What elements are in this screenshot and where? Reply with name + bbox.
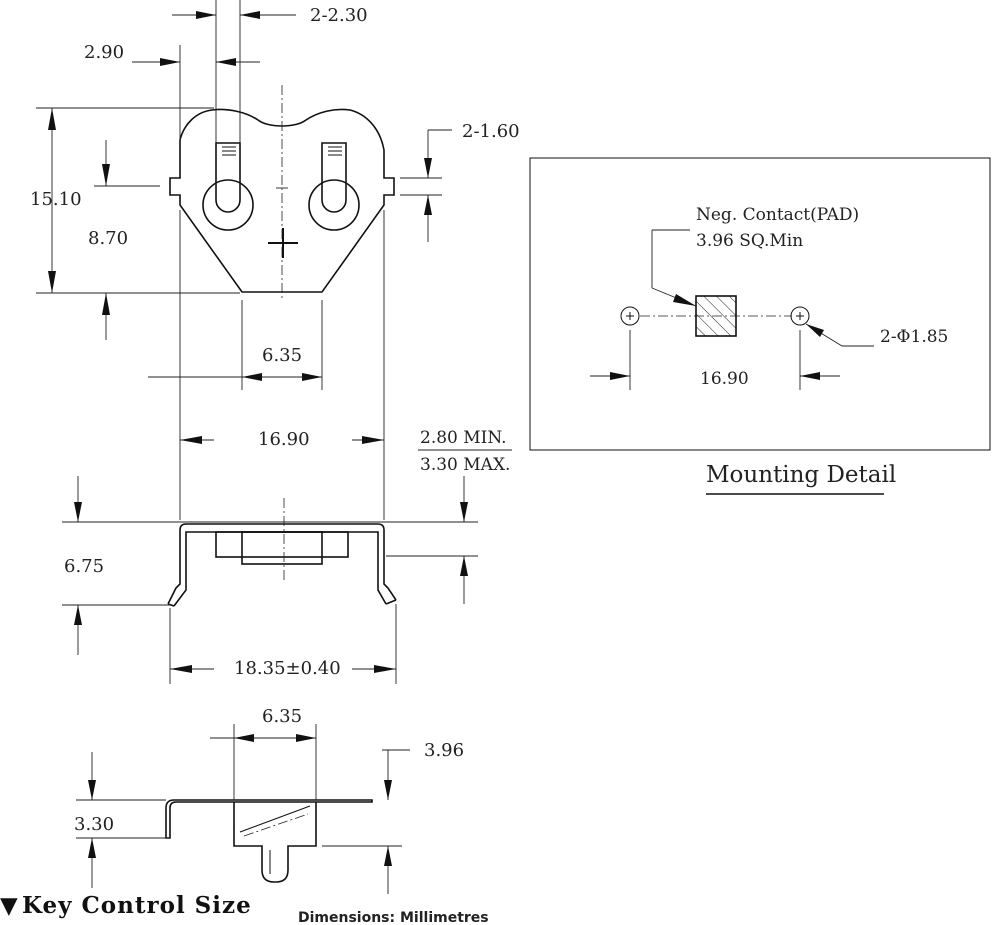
holder-top-outline — [169, 108, 395, 293]
dim-396: 3.96 — [322, 740, 464, 894]
dim-675-label: 6.75 — [64, 556, 104, 577]
dim-870-label: 8.70 — [88, 228, 128, 249]
dim-290: 2.90 — [84, 42, 260, 140]
dim-1835-label: 18.35±0.40 — [234, 658, 341, 679]
dim-160: 2-1.60 — [400, 121, 520, 242]
side-view — [165, 799, 373, 883]
mounting-detail-frame — [529, 157, 991, 451]
key-marker-icon: ▼ — [0, 892, 19, 919]
dim-396-label: 3.96 — [424, 740, 464, 761]
pad-size-label: 3.96 SQ.Min — [696, 231, 803, 251]
dim-290-label: 2.90 — [84, 42, 124, 63]
dim-1510: 15.10 — [30, 107, 240, 294]
spacing-label: 16.90 — [700, 369, 749, 389]
dim-635-top-label: 6.35 — [262, 345, 302, 366]
dim-160-label: 2-1.60 — [462, 121, 520, 142]
neg-contact-pad — [695, 295, 737, 337]
key-control-label: Key Control Size — [22, 892, 252, 919]
dim-pin-width-label: 2-2.30 — [310, 5, 368, 26]
dim-635-top: 6.35 — [148, 300, 323, 390]
mounting-detail: Neg. Contact(PAD) 3.96 SQ.Min 2-Φ1.85 16… — [529, 157, 991, 451]
right-pin — [308, 142, 360, 231]
front-view — [167, 498, 397, 607]
dim-870: 8.70 — [88, 140, 160, 340]
top-view — [169, 85, 395, 300]
dim-1690: 16.90 — [179, 210, 385, 520]
dim-675: 6.75 — [62, 476, 170, 655]
dim-1510-label: 15.10 — [30, 189, 82, 210]
hole-label: 2-Φ1.85 — [880, 327, 948, 347]
dim-330-label: 3.30 — [74, 814, 114, 835]
dim-1690-label: 16.90 — [258, 429, 310, 450]
dim-min-label: 2.80 MIN. — [420, 428, 507, 448]
right-hole — [790, 306, 810, 326]
units-label: Dimensions: Millimetres — [298, 910, 489, 925]
dim-1835: 18.35±0.40 — [169, 604, 397, 684]
dim-635-side-label: 6.35 — [262, 706, 302, 727]
left-pin — [202, 142, 254, 231]
dim-635-side: 6.35 — [210, 706, 317, 800]
dim-max-label: 3.30 MAX. — [420, 455, 510, 475]
dim-330: 3.30 — [74, 752, 170, 888]
dim-pin-width: 2-2.30 — [172, 0, 368, 143]
mounting-detail-title: Mounting Detail — [706, 462, 896, 488]
dim-height-minmax: 2.80 MIN. 3.30 MAX. — [62, 428, 512, 604]
left-hole — [620, 306, 640, 326]
neg-contact-label: Neg. Contact(PAD) — [696, 205, 859, 225]
